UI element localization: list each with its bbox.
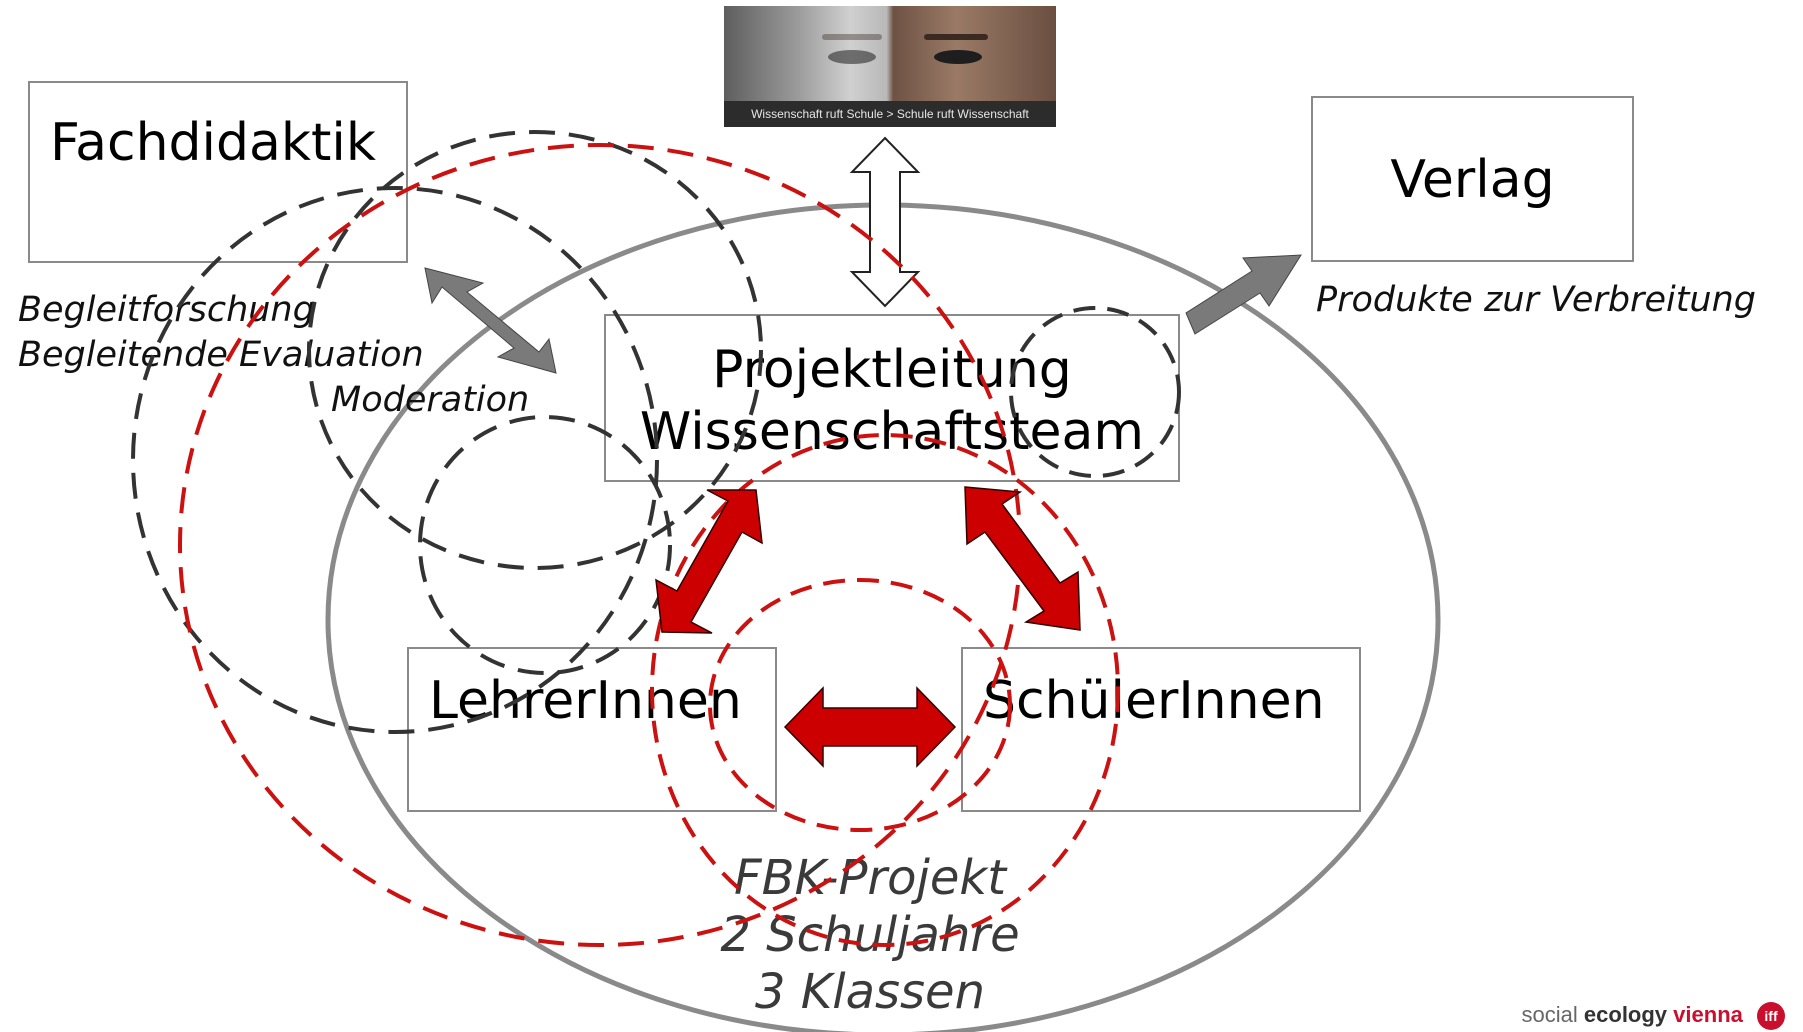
project-line1: FBK-Projekt bbox=[733, 850, 1007, 906]
eyebrow-right bbox=[924, 34, 988, 40]
fachdidaktik-box: Fachdidaktik bbox=[28, 81, 408, 263]
eyebrow-left bbox=[822, 34, 882, 40]
project-line3: 3 Klassen bbox=[755, 964, 985, 1020]
eye-right bbox=[934, 50, 982, 64]
moderation-label: Moderation bbox=[331, 380, 530, 420]
footer-logo: social ecology vienna iff bbox=[1522, 1002, 1785, 1032]
begleitforschung-label: Begleitforschung bbox=[18, 290, 315, 330]
banner-double-arrow bbox=[849, 136, 921, 308]
verlag-arrow bbox=[1185, 254, 1302, 335]
lehrerinnen-box: LehrerInnen bbox=[407, 647, 777, 812]
schuelerinnen-label: SchülerInnen bbox=[983, 671, 1325, 731]
wissenschaftsteam-label: Wissenschaftsteam bbox=[639, 402, 1145, 462]
begleitende-evaluation-label: Begleitende Evaluation bbox=[18, 335, 424, 375]
verlag-box: Verlag bbox=[1311, 96, 1634, 262]
footer-word-ecology: ecology bbox=[1583, 1002, 1668, 1027]
fachdidaktik-label: Fachdidaktik bbox=[50, 113, 376, 173]
projektleitung-box: Projektleitung Wissenschaftsteam bbox=[604, 314, 1180, 482]
iff-logo-icon: iff bbox=[1757, 1002, 1785, 1030]
footer-word-social: social bbox=[1521, 1002, 1578, 1027]
lehrerinnen-label: LehrerInnen bbox=[429, 671, 742, 731]
projektleitung-label: Projektleitung bbox=[712, 340, 1072, 400]
schuelerinnen-box: SchülerInnen bbox=[961, 647, 1361, 812]
verlag-label: Verlag bbox=[1390, 150, 1555, 210]
banner-image: Wissenschaft ruft Schule > Schule ruft W… bbox=[724, 6, 1056, 127]
fachdidaktik-double-arrow bbox=[424, 267, 557, 374]
project-line2: 2 Schuljahre bbox=[720, 907, 1020, 963]
eye-left bbox=[828, 50, 876, 64]
banner-caption: Wissenschaft ruft Schule > Schule ruft W… bbox=[724, 101, 1056, 127]
produkte-label: Produkte zur Verbreitung bbox=[1316, 280, 1757, 320]
footer-word-vienna: vienna bbox=[1673, 1002, 1743, 1027]
